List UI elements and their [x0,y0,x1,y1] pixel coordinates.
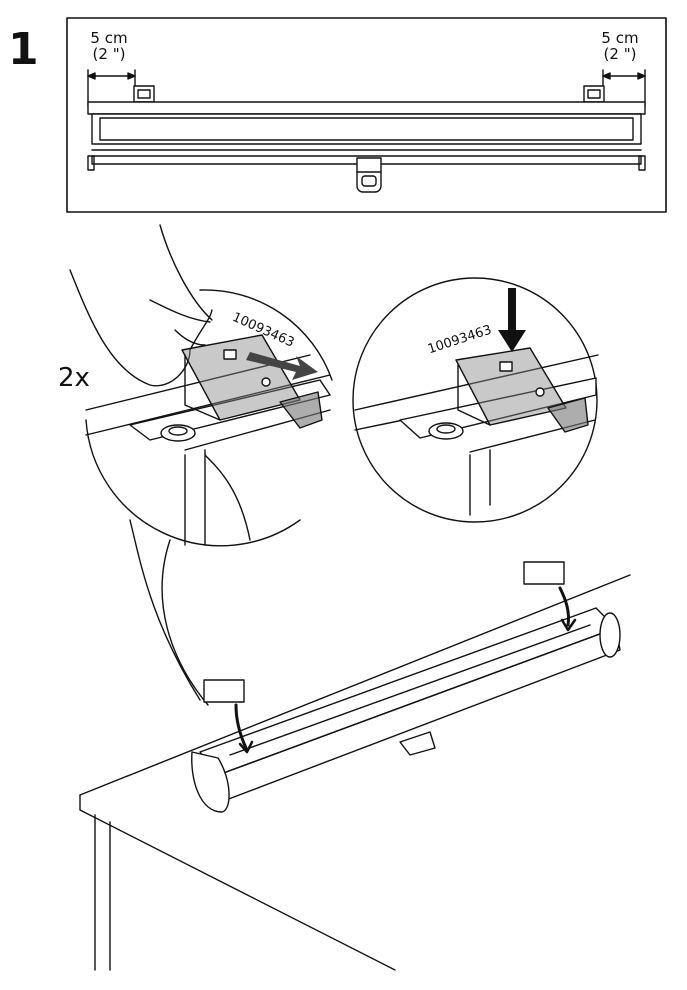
dimension-left-metric: 5 cm [90,29,128,47]
dimension-right: 5 cm (2 ") [597,30,643,62]
overview-frame [66,17,667,213]
detail-circle-left [69,224,333,706]
table-and-blind [79,561,631,971]
step-number: 1 [8,24,39,75]
quantity-label: 2x [58,363,90,393]
dimension-right-metric: 5 cm [601,29,639,47]
dimension-left: 5 cm (2 ") [86,30,132,62]
detail-circle-right [352,277,599,523]
dimension-right-imperial: (2 ") [603,45,637,63]
dimension-left-imperial: (2 ") [92,45,126,63]
